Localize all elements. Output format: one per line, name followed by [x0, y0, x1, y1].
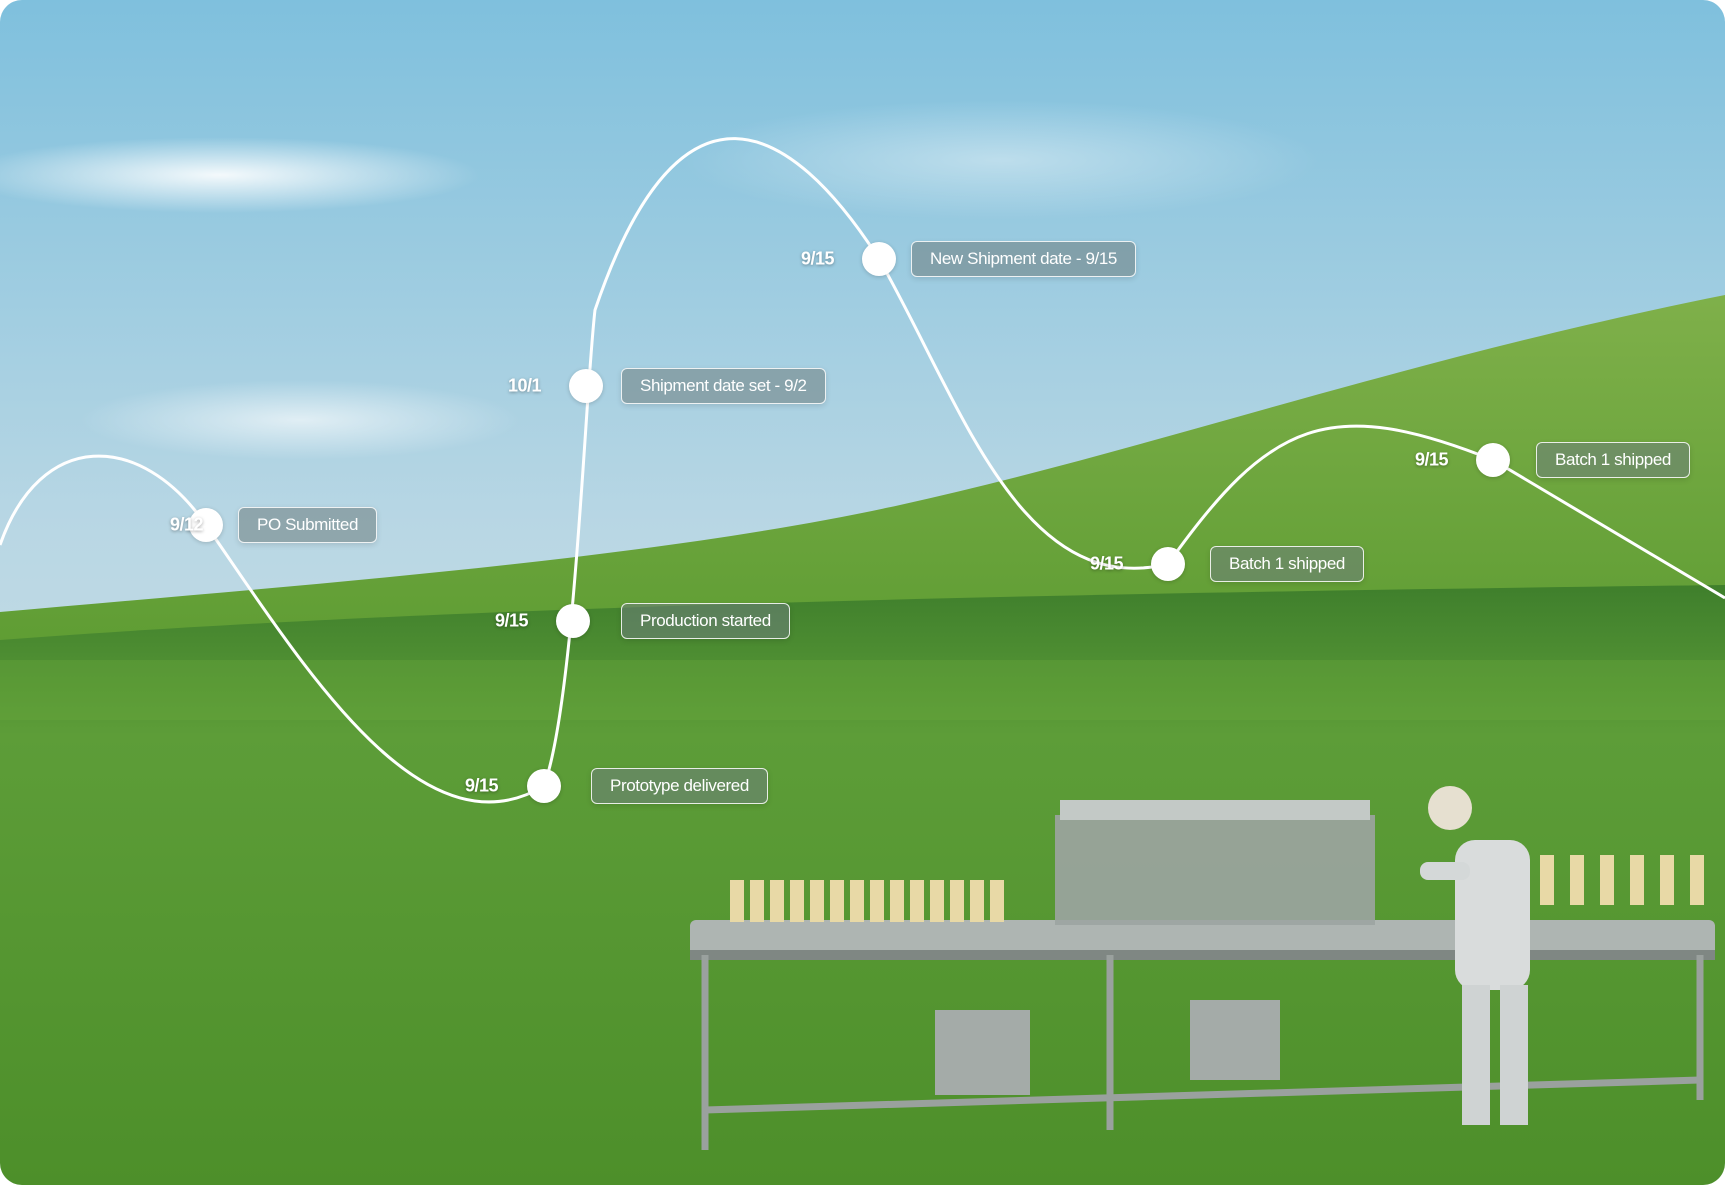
- milestone-node[interactable]: [1151, 547, 1185, 581]
- milestone-date: 9/15: [1089, 553, 1124, 574]
- milestone-label[interactable]: Production started: [621, 603, 790, 639]
- cloud: [0, 137, 480, 213]
- milestone-node[interactable]: [862, 242, 896, 276]
- milestone-date: 9/12: [169, 514, 204, 535]
- cloud: [680, 100, 1320, 220]
- milestone-label[interactable]: Shipment date set - 9/2: [621, 368, 826, 404]
- worker: [1420, 786, 1530, 1125]
- milestone-label[interactable]: Batch 1 shipped: [1210, 546, 1364, 582]
- milestone-node[interactable]: [569, 369, 603, 403]
- milestone-node[interactable]: [556, 604, 590, 638]
- cloud: [80, 380, 520, 460]
- milestone-label[interactable]: New Shipment date - 9/15: [911, 241, 1136, 277]
- milestone-label[interactable]: PO Submitted: [238, 507, 378, 543]
- milestone-date: 9/15: [1414, 449, 1449, 470]
- milestone-date: 10/1: [507, 375, 542, 396]
- milestone-date: 9/15: [800, 248, 835, 269]
- milestone-label[interactable]: Prototype delivered: [591, 768, 768, 804]
- milestone-node[interactable]: [1476, 443, 1510, 477]
- milestone-date: 9/15: [464, 775, 499, 796]
- milestone-label[interactable]: Batch 1 shipped: [1536, 442, 1690, 478]
- milestone-node[interactable]: [189, 508, 223, 542]
- milestone-date: 9/15: [494, 610, 529, 631]
- milestone-node[interactable]: [527, 769, 561, 803]
